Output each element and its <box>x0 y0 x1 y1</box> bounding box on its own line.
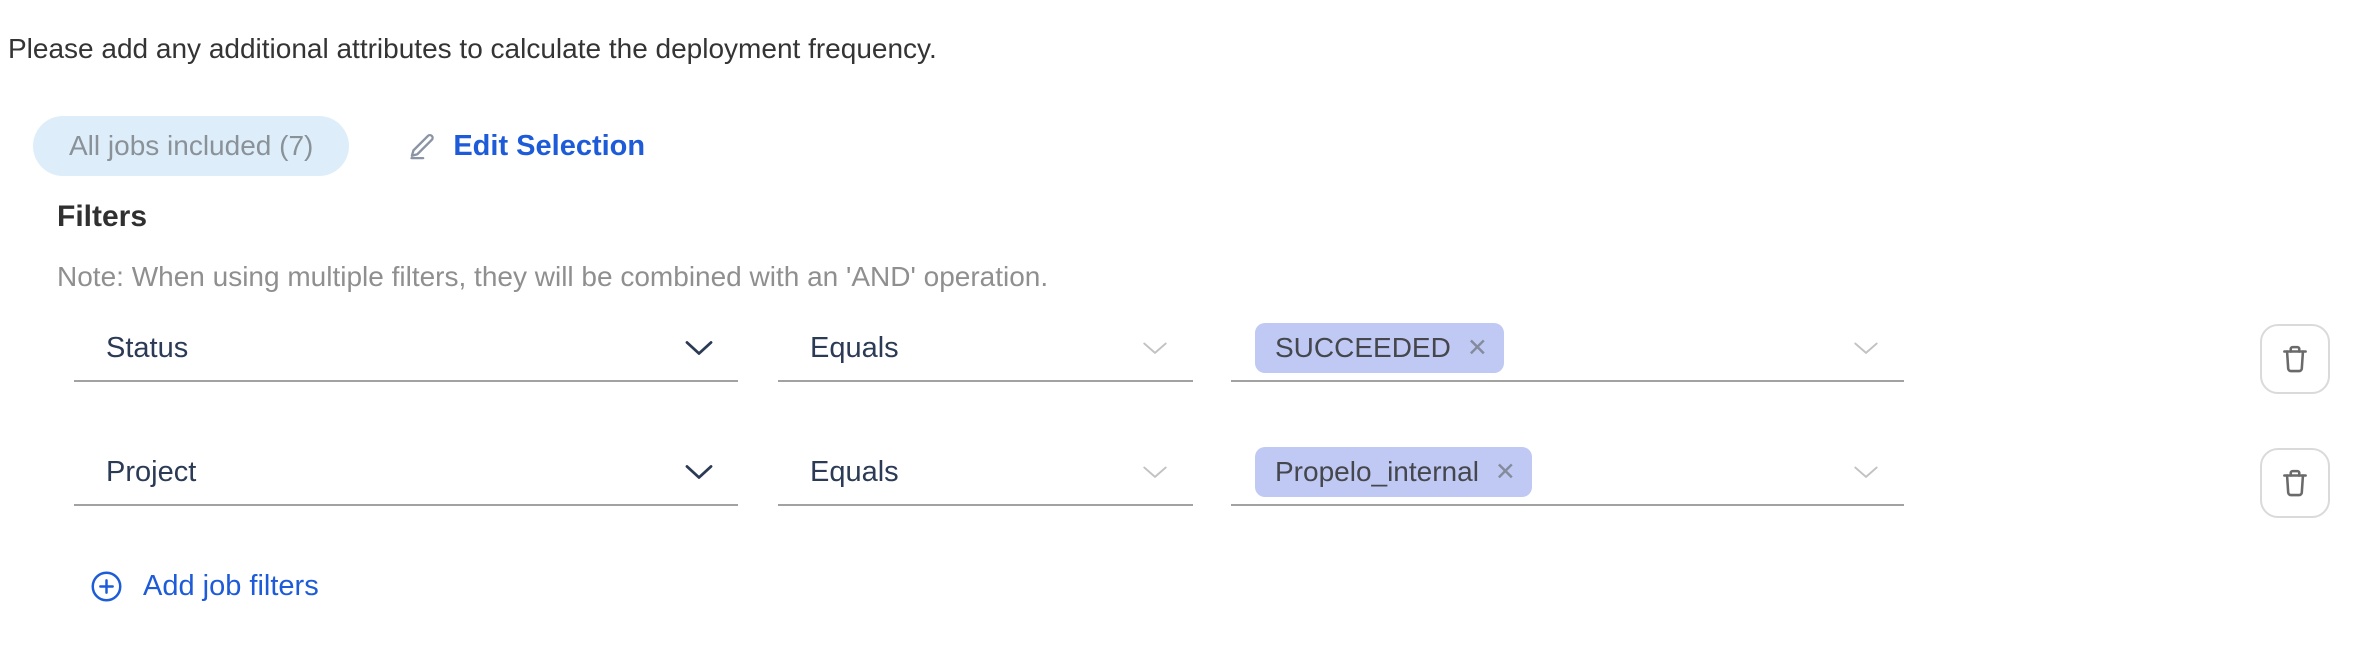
attribute-select[interactable]: Project <box>74 440 738 506</box>
value-tag-label: Propelo_internal <box>1275 456 1479 487</box>
attribute-select-value: Project <box>106 455 197 488</box>
chevron-down-icon <box>684 339 714 357</box>
chevron-down-icon <box>1852 340 1880 356</box>
jobs-summary-row: All jobs included (7) Edit Selection <box>33 116 2376 176</box>
delete-filter-button[interactable] <box>2260 324 2330 394</box>
x-close-icon[interactable]: ✕ <box>1466 333 1488 362</box>
values-select[interactable]: Propelo_internal ✕ <box>1231 440 1904 506</box>
operator-select[interactable]: Equals <box>778 440 1193 506</box>
value-tag-label: SUCCEEDED <box>1275 332 1451 363</box>
trash-icon <box>2278 466 2312 500</box>
instruction-text: Please add any additional attributes to … <box>8 33 937 64</box>
add-job-filters-button[interactable]: Add job filters <box>90 570 319 603</box>
edit-selection-button[interactable]: Edit Selection <box>407 130 645 163</box>
trash-icon <box>2278 342 2312 376</box>
x-close-icon[interactable]: ✕ <box>1494 457 1516 486</box>
jobs-included-badge: All jobs included (7) <box>33 116 350 176</box>
plus-circle-icon <box>90 570 123 603</box>
chevron-down-icon <box>1141 340 1169 356</box>
value-tag: SUCCEEDED ✕ <box>1255 323 1504 373</box>
add-job-filters-label: Add job filters <box>143 570 319 602</box>
operator-select-value: Equals <box>810 455 899 488</box>
edit-selection-label: Edit Selection <box>453 129 646 162</box>
chevron-down-icon <box>1852 464 1880 480</box>
filters-note: Note: When using multiple filters, they … <box>57 261 1049 292</box>
value-tag: Propelo_internal ✕ <box>1255 447 1532 497</box>
operator-select-value: Equals <box>810 331 899 364</box>
filter-row: Project Equals Propelo_internal ✕ <box>74 440 2330 518</box>
filter-row: Status Equals SUCCEEDED ✕ <box>74 316 2330 394</box>
operator-select[interactable]: Equals <box>778 316 1193 382</box>
chevron-down-icon <box>1141 464 1169 480</box>
chevron-down-icon <box>684 463 714 481</box>
delete-filter-button[interactable] <box>2260 448 2330 518</box>
attribute-select[interactable]: Status <box>74 316 738 382</box>
edit-pencil-icon <box>407 131 438 162</box>
filters-heading: Filters <box>57 200 148 233</box>
attribute-select-value: Status <box>106 331 189 364</box>
values-select[interactable]: SUCCEEDED ✕ <box>1231 316 1904 382</box>
